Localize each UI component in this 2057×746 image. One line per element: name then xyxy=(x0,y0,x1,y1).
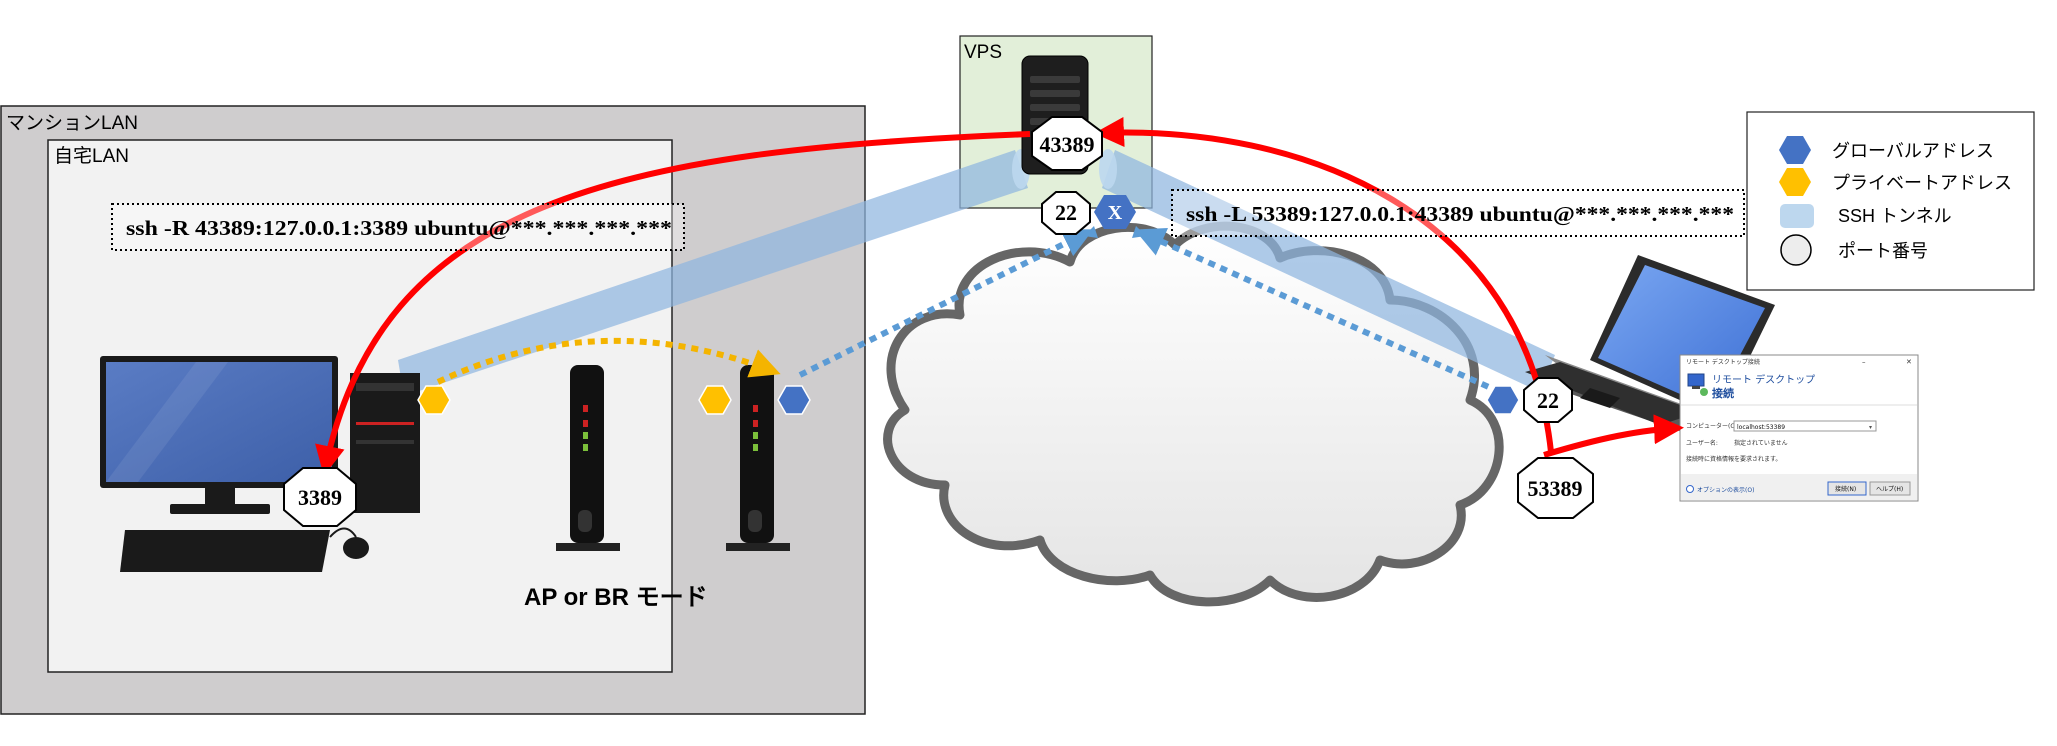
legend-port-number-label: ポート番号 xyxy=(1838,241,1928,261)
rdp-connect-arrow xyxy=(1543,414,1684,458)
vps-nat-symbol: X xyxy=(1108,202,1123,224)
legend-ssh-tunnel-icon xyxy=(1780,204,1814,228)
reverse-command-text: ssh -R 43389:127.0.0.1:3389 ubuntu@***.*… xyxy=(126,216,672,240)
router-global-address-icon xyxy=(777,385,811,415)
port-laptop-ssh: 22 xyxy=(1523,377,1573,423)
port-vps-ssh: 22 xyxy=(1041,191,1091,235)
legend-global-address-icon xyxy=(1779,136,1811,164)
local-forward-arrow xyxy=(1094,117,1554,453)
port-pc-rdp: 3389 xyxy=(283,467,357,527)
wan-link-laptop-to-vps xyxy=(1134,228,1502,395)
local-command-text: ssh -L 53389:127.0.0.1:43389 ubuntu@***.… xyxy=(1186,202,1734,226)
gateway-router xyxy=(726,365,790,551)
rdp-user-value: 指定されていません xyxy=(1734,439,1788,447)
rdp-connect-button[interactable] xyxy=(1827,481,1867,496)
port-pc-rdp-label: 3389 xyxy=(298,485,342,510)
internet-cloud xyxy=(883,221,1504,607)
rdp-computer-value: localhost:53389 xyxy=(1737,424,1785,431)
rdp-computer-label: コンピューター(C): xyxy=(1686,422,1739,430)
port-laptop-ssh-label: 22 xyxy=(1537,388,1559,413)
legend-port-number-icon xyxy=(1780,234,1812,266)
desktop-pc xyxy=(100,356,420,572)
rdp-computer-input[interactable] xyxy=(1733,420,1877,432)
rdp-app-icon xyxy=(1687,373,1708,396)
legend-ssh-tunnel-label: SSH トンネル xyxy=(1838,206,1952,226)
port-vps-ssh-label: 22 xyxy=(1055,200,1077,225)
rdp-minimize-button[interactable]: – xyxy=(1862,358,1866,366)
lan-link-arrow xyxy=(436,337,781,385)
rdp-user-label: ユーザー名: xyxy=(1686,439,1718,447)
rdp-heading-line1: リモート デスクトップ xyxy=(1712,373,1815,386)
port-laptop-local: 53389 xyxy=(1517,457,1594,519)
vps-nat-icon: X xyxy=(1084,195,1146,238)
ssh-tunnel-local xyxy=(1099,149,1555,392)
port-laptop-local-label: 53389 xyxy=(1528,476,1583,501)
vps-label: VPS xyxy=(964,42,1002,63)
router-private-address-icon xyxy=(698,385,732,415)
router-mode-label: AP or BR モード xyxy=(524,584,708,611)
rdp-dialog: リモート デスクトップ接続 – ✕ リモート デスクトップ 接続 コンピューター… xyxy=(1679,354,1919,502)
port-vps-forward: 43389 xyxy=(1031,116,1103,171)
pc-private-address-icon xyxy=(417,385,451,415)
reverse-forward-arrow xyxy=(315,131,1031,476)
home-lan-label: 自宅LAN xyxy=(54,145,129,167)
rdp-note: 接続時に資格情報を要求されます。 xyxy=(1686,455,1781,463)
rdp-help-label: ヘルプ(H) xyxy=(1876,486,1903,493)
laptop-global-address-icon xyxy=(1486,385,1520,415)
rdp-window-title: リモート デスクトップ接続 xyxy=(1686,358,1760,366)
local-command-box: ssh -L 53389:127.0.0.1:43389 ubuntu@***.… xyxy=(1171,189,1745,237)
legend-private-address-label: プライベートアドレス xyxy=(1832,173,2012,193)
legend: グローバルアドレス プライベートアドレス SSH トンネル ポート番号 xyxy=(1746,111,2035,291)
rdp-heading-line2: 接続 xyxy=(1712,386,1734,400)
rdp-close-button[interactable]: ✕ xyxy=(1906,358,1912,366)
mansion-lan-label: マンションLAN xyxy=(6,113,138,134)
port-vps-forward-label: 43389 xyxy=(1040,132,1095,157)
legend-global-address-label: グローバルアドレス xyxy=(1832,141,1994,161)
rdp-dropdown-icon[interactable]: ▾ xyxy=(1869,424,1872,431)
rdp-connect-label: 接続(N) xyxy=(1835,485,1856,493)
router-ap-br xyxy=(556,365,620,551)
wan-link-router-to-vps xyxy=(798,229,1094,378)
reverse-command-box: ssh -R 43389:127.0.0.1:3389 ubuntu@***.*… xyxy=(111,203,685,251)
rdp-options-link[interactable]: オプションの表示(O) xyxy=(1697,486,1754,494)
legend-private-address-icon xyxy=(1779,168,1811,196)
rdp-help-button[interactable] xyxy=(1869,481,1911,496)
rdp-options-icon[interactable] xyxy=(1686,485,1694,493)
